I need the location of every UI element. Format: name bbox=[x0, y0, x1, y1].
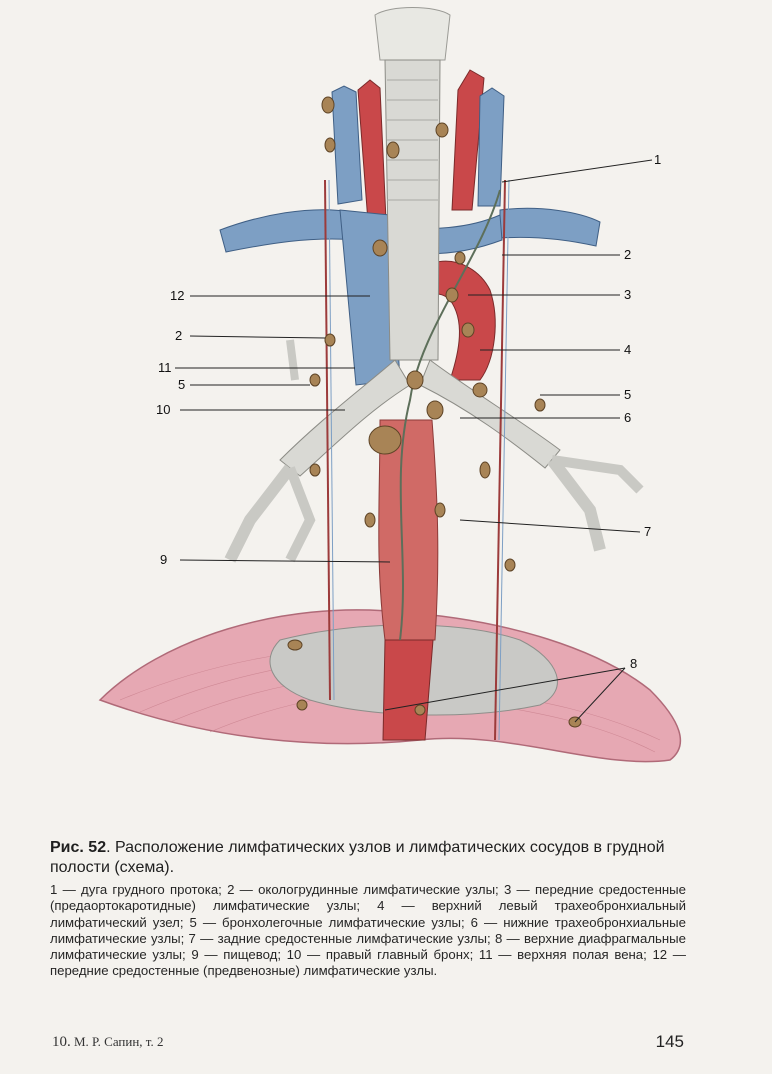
leader-lines bbox=[175, 159, 653, 723]
right-segmental-bronchi bbox=[285, 466, 316, 563]
callout-4: 4 bbox=[624, 342, 631, 357]
lymph-nodes bbox=[287, 96, 582, 728]
callout-6: 6 bbox=[624, 410, 631, 425]
left-subclavian-vein bbox=[499, 207, 601, 247]
callout-9: 9 bbox=[160, 552, 167, 567]
callout-8: 8 bbox=[630, 656, 637, 671]
callout-5-left: 5 bbox=[624, 387, 631, 402]
internal-thoracic-vessels-left bbox=[494, 179, 506, 741]
callout-2-right: 2 bbox=[175, 328, 182, 343]
right-subclavian-vein bbox=[219, 209, 359, 253]
esophagus bbox=[378, 419, 439, 641]
left-lobar-bronchi bbox=[547, 456, 606, 552]
internal-thoracic-vessels-right bbox=[324, 179, 331, 701]
callout-11: 11 bbox=[158, 360, 172, 375]
thoracic-lymph-illustration: 1 2 3 12 2 4 11 5 5 10 6 7 9 8 bbox=[98, 7, 681, 763]
figure-label: Рис. 52 bbox=[50, 839, 107, 856]
signature-number: 10. bbox=[52, 1034, 71, 1050]
right-internal-jugular bbox=[331, 85, 363, 205]
left-segmental-bronchi bbox=[551, 455, 644, 494]
caption-text: . Расположение лимфатических узлов и лим… bbox=[50, 839, 665, 876]
descending-aorta-lower bbox=[382, 639, 434, 741]
internal-thoracic-vein-left bbox=[498, 179, 510, 741]
right-common-carotid bbox=[357, 79, 387, 223]
left-internal-jugular bbox=[477, 87, 505, 207]
internal-thoracic-vein-right bbox=[328, 179, 335, 701]
thoracic-duct bbox=[399, 189, 501, 641]
callout-5-right: 5 bbox=[178, 377, 185, 392]
anatomy-figure: 1 2 3 12 2 4 11 5 5 10 6 7 9 8 bbox=[40, 0, 730, 800]
callout-10: 10 bbox=[156, 402, 170, 417]
callout-3: 3 bbox=[624, 287, 631, 302]
callout-7: 7 bbox=[644, 524, 651, 539]
signature-mark: 10. М. Р. Сапин, т. 2 bbox=[52, 1034, 164, 1051]
figure-legend: 1 — дуга грудного протока; 2 — окологруд… bbox=[50, 882, 686, 979]
right-lobar-bronchi bbox=[224, 464, 295, 563]
thyroid-cartilage bbox=[374, 7, 451, 61]
signature-text: М. Р. Сапин, т. 2 bbox=[74, 1034, 164, 1049]
callout-2-left: 2 bbox=[624, 247, 631, 262]
callout-12: 12 bbox=[170, 288, 184, 303]
page-number: 145 bbox=[655, 1032, 684, 1051]
trachea bbox=[384, 59, 441, 361]
left-common-carotid bbox=[451, 69, 485, 211]
right-upper-bronchus bbox=[286, 339, 299, 381]
tracheal-rings bbox=[387, 79, 438, 201]
callout-1: 1 bbox=[654, 152, 661, 167]
figure-caption: Рис. 52. Расположение лимфатических узло… bbox=[50, 838, 690, 878]
